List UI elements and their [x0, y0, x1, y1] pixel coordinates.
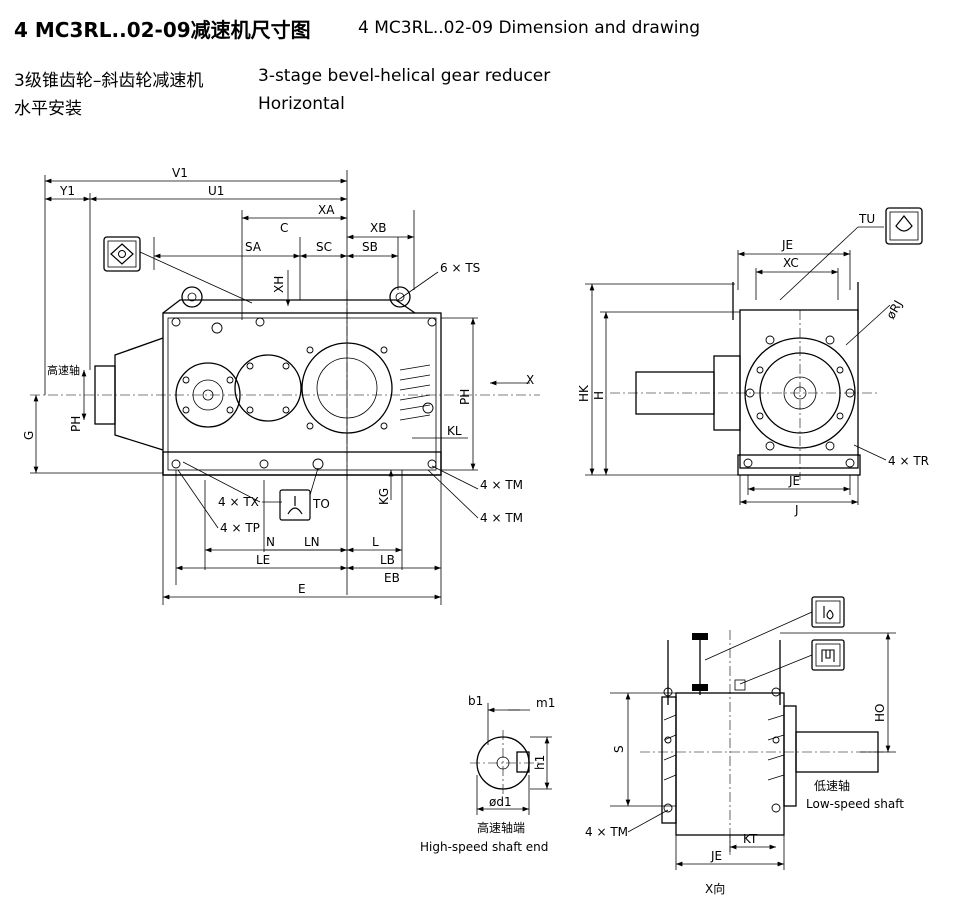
- dim-E: E: [298, 582, 306, 596]
- dim-KT: KT: [743, 832, 758, 846]
- page-title-en: 4 MC3RL..02-09 Dimension and drawing: [358, 18, 701, 38]
- oil-fill-icon: [885, 207, 923, 245]
- dim-LB: LB: [380, 553, 395, 567]
- dipstick-icon: [811, 639, 845, 671]
- dim-h1: h1: [533, 755, 547, 770]
- dim-Y1: Y1: [59, 184, 75, 198]
- dim-SB: SB: [362, 240, 378, 254]
- callout-4xTM-1: 4 × TM: [480, 478, 523, 492]
- dim-b1: b1: [468, 694, 483, 708]
- dim-JE-x: JE: [710, 849, 722, 863]
- callout-4xTM-x: 4 × TM: [585, 825, 628, 839]
- dim-L: L: [372, 535, 379, 549]
- dim-LN: LN: [304, 535, 320, 549]
- low-speed-shaft-cn: 低速轴: [814, 778, 850, 793]
- oil-drain-icon: [279, 489, 311, 521]
- shaft-end-caption-en: High-speed shaft end: [420, 840, 548, 854]
- dim-LE: LE: [256, 553, 270, 567]
- shaft-end-caption-cn: 高速轴端: [477, 820, 525, 835]
- x-view-caption: X向: [705, 881, 725, 896]
- dim-XC: XC: [783, 256, 799, 270]
- label-TO: TO: [312, 497, 330, 511]
- label-x-view: X: [526, 373, 534, 387]
- callout-4xTP: 4 × TP: [220, 521, 260, 535]
- dim-C: C: [280, 221, 288, 235]
- dim-RJ: øRJ: [883, 298, 905, 322]
- x-direction-view: S HO 低速轴 Low-speed shaft 4 × TM KT JE X向: [585, 596, 904, 896]
- dim-SC: SC: [316, 240, 332, 254]
- subtitle-mounting-en: Horizontal: [258, 94, 345, 114]
- dim-SA: SA: [245, 240, 262, 254]
- dim-JE-top: JE: [781, 238, 793, 252]
- dim-KG: KG: [377, 488, 391, 505]
- dim-N: N: [266, 535, 275, 549]
- dim-G: G: [22, 431, 36, 440]
- dim-H: H: [592, 391, 606, 400]
- dim-U1: U1: [208, 184, 224, 198]
- shaft-end-view: b1 m1 h1 ød1 高速轴端 High-speed shaft end: [420, 694, 555, 854]
- side-view: JE XC TU øRJ HK H 4 × TR JE J: [577, 207, 929, 517]
- dim-HK: HK: [577, 384, 591, 402]
- dim-JE-bottom: JE: [788, 474, 800, 488]
- dim-V1: V1: [172, 166, 188, 180]
- dim-PH-left: PH: [69, 416, 83, 432]
- dim-XB: XB: [370, 221, 386, 235]
- front-view: V1 Y1 U1 C XA XB SA SC SB XH 6 × TS: [22, 166, 540, 605]
- oil-level-icon: [811, 596, 845, 628]
- dim-KL: KL: [447, 424, 462, 438]
- vent-icon: [103, 236, 141, 272]
- subtitle-mounting-cn: 水平安装: [14, 99, 82, 119]
- label-high-speed-cn: 高速轴: [47, 363, 80, 377]
- dim-S: S: [612, 745, 626, 753]
- label-TU: TU: [858, 212, 875, 226]
- callout-4xTR: 4 × TR: [888, 454, 929, 468]
- dim-m1: m1: [536, 696, 555, 710]
- callout-4xTM-2: 4 × TM: [480, 511, 523, 525]
- subtitle-type-cn: 3级锥齿轮–斜齿轮减速机: [14, 71, 204, 91]
- page-title-cn: 4 MC3RL..02-09减速机尺寸图: [14, 18, 311, 42]
- dim-d1: ød1: [489, 795, 512, 809]
- dim-J: J: [794, 503, 799, 517]
- dim-EB: EB: [384, 571, 400, 585]
- callout-6xTS: 6 × TS: [440, 261, 480, 275]
- dim-PH-right: PH: [458, 389, 472, 405]
- callout-4xTX: 4 × TX: [218, 495, 259, 509]
- low-speed-shaft-en: Low-speed shaft: [806, 797, 904, 811]
- dim-XA: XA: [318, 203, 335, 217]
- dim-XH: XH: [272, 276, 286, 293]
- dim-HO: HO: [873, 704, 887, 722]
- subtitle-type-en: 3-stage bevel-helical gear reducer: [258, 66, 551, 86]
